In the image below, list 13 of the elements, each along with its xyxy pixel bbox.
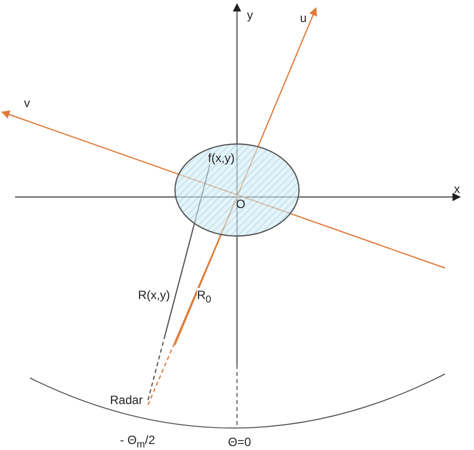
- radar-label: Radar: [110, 393, 148, 407]
- origin-label: O: [236, 197, 248, 211]
- angle-label: - Θ$_{m}$/2: [120, 433, 156, 450]
- range-line: [147, 197, 238, 406]
- hatched-ellipse: [174, 143, 300, 237]
- range-line: [147, 164, 210, 400]
- angle-label: Θ=0: [228, 435, 252, 449]
- axis-label: y: [247, 8, 253, 22]
- point-label: f(x,y): [208, 151, 244, 165]
- axis-label: v: [24, 96, 30, 110]
- axis-label: x: [454, 182, 460, 196]
- edge-label: R(x,y): [138, 288, 170, 302]
- axis-label: u: [300, 11, 307, 25]
